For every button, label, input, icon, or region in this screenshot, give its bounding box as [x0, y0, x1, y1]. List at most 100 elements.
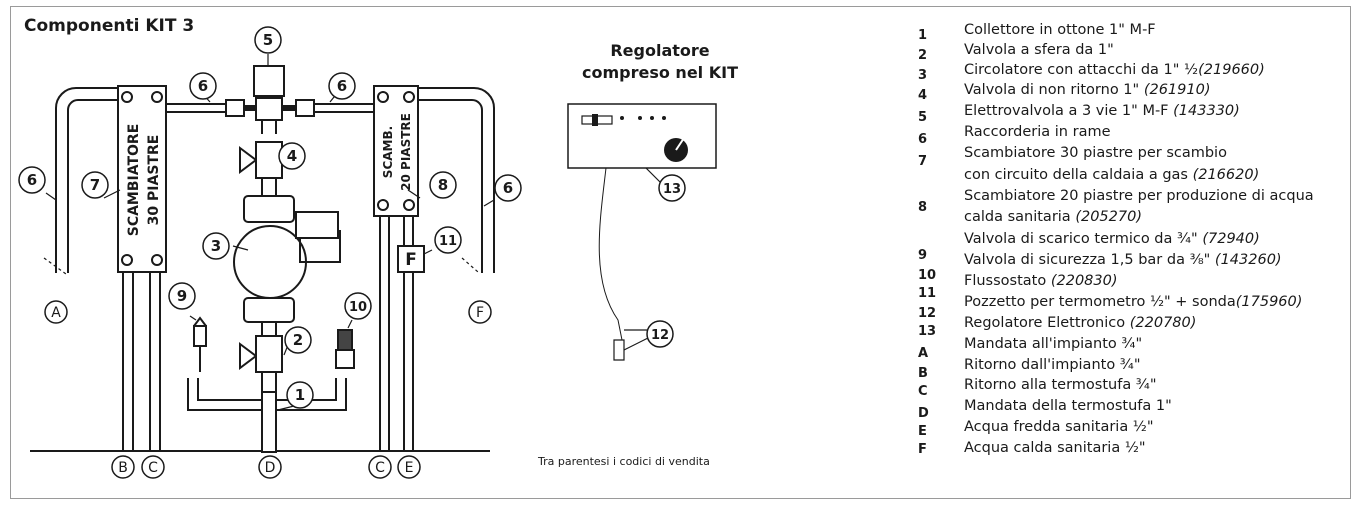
callout-circle-4	[278, 142, 306, 170]
legend-item-text: Regolatore Elettronico	[964, 315, 1130, 331]
legend-item-text: Valvola di sicurezza 1,5 bar da ⅜"	[964, 252, 1215, 268]
legend-number: 12	[918, 306, 937, 321]
legend-item: Valvola di non ritorno 1" (261910)	[964, 82, 1211, 98]
exchanger-left-line1: SCAMBIATORE	[126, 124, 142, 237]
legend-item-text: Pozzetto per termometro ½" + sonda	[964, 294, 1236, 310]
regulator-caption-line1: Regolatore	[610, 41, 710, 60]
legend-item-text: Collettore in ottone 1" M-F	[964, 22, 1156, 38]
exchanger-left-line2: 30 PIASTRE	[146, 135, 162, 226]
flow-switch	[397, 245, 425, 273]
legend-number: C	[918, 384, 928, 399]
legend-item-code: (205270)	[1075, 209, 1142, 225]
legend-number: F	[918, 442, 927, 457]
legend-item: Pozzetto per termometro ½" + sonda(17596…	[964, 294, 1302, 310]
legend-item-text: calda sanitaria	[964, 209, 1076, 225]
callout-circle-5	[254, 26, 282, 54]
callout-circle-9	[168, 282, 196, 310]
legend-item-text: Scambiatore 20 piastre per produzione di…	[964, 188, 1314, 204]
callout-circle-7	[81, 171, 109, 199]
legend-item: Elettrovalvola a 3 vie 1" M-F (143330)	[964, 103, 1240, 119]
legend-item-text: Valvola di scarico termico da ¾"	[964, 231, 1203, 247]
legend-item: Flussostato (220830)	[964, 273, 1118, 289]
callout-label-12: 12	[651, 328, 669, 343]
callout-circle-6	[328, 72, 356, 100]
legend-item-code: (261910)	[1143, 82, 1211, 98]
callout-label-1: 1	[295, 386, 305, 404]
pipe-left-outer-2	[55, 87, 118, 273]
legend-item: Valvola a sfera da 1"	[964, 42, 1114, 58]
legend-number: 10	[918, 268, 937, 283]
callout-circle-2	[284, 326, 312, 354]
callout-circle-8	[429, 171, 457, 199]
callout-label-5: 5	[263, 31, 273, 49]
legend-number: 1	[918, 28, 928, 43]
callout-label-11: 11	[439, 234, 457, 249]
legend-item-text: Flussostato	[964, 273, 1051, 289]
legend-item-text: Ritorno alla termostufa ¾"	[964, 377, 1157, 393]
callout-label-10: 10	[349, 300, 367, 315]
pipe-right-outer	[418, 99, 483, 273]
legend-item: Valvola di scarico termico da ¾" (72940)	[964, 231, 1260, 247]
callout-circle-6	[189, 72, 217, 100]
connection-label-d: D	[265, 460, 276, 476]
legend-item: Scambiatore 20 piastre per produzione di…	[964, 188, 1314, 204]
legend-item-code: (219660)	[1198, 62, 1265, 78]
legend-item: Ritorno alla termostufa ¾"	[964, 377, 1157, 393]
legend-number: B	[918, 366, 928, 381]
legend-item-text: Acqua fredda sanitaria ½"	[964, 419, 1154, 435]
thermal-discharge-valve	[193, 325, 207, 347]
callout-label-13: 13	[663, 182, 681, 197]
connection-label-b: B	[118, 460, 128, 476]
legend-item: Mandata all'impianto ¾"	[964, 336, 1142, 352]
legend-item: Acqua fredda sanitaria ½"	[964, 419, 1154, 435]
legend-item-code: (143260)	[1214, 252, 1282, 268]
legend-item: con circuito della caldaia a gas (216620…	[964, 167, 1259, 183]
legend-item: Ritorno dall'impianto ¾"	[964, 357, 1141, 373]
callout-circle-12	[646, 320, 674, 348]
legend-item-text: Mandata all'impianto ¾"	[964, 336, 1143, 352]
exchanger-right-line1: SCAMB.	[381, 126, 395, 178]
figure-title: Componenti KIT 3	[24, 16, 195, 36]
connection-circle-a	[44, 300, 68, 324]
callout-label-9: 9	[177, 287, 187, 305]
callout-circle-10	[344, 292, 372, 320]
legend-item-code: (220780)	[1129, 315, 1197, 331]
callout-circle-3	[202, 232, 230, 260]
brass-collector	[261, 391, 277, 453]
legend-item: Regolatore Elettronico (220780)	[964, 315, 1196, 331]
legend-item-text: Valvola di non ritorno 1"	[964, 82, 1144, 98]
legend-item-text: Circolatore con attacchi da 1" ½	[964, 62, 1199, 78]
callout-circle-6	[494, 174, 522, 202]
legend-item-code: (220830)	[1050, 273, 1118, 289]
callout-circle-11	[434, 226, 462, 254]
solenoid-valve	[253, 65, 285, 97]
legend-number: 13	[918, 324, 937, 339]
legend-number: 5	[918, 110, 928, 125]
callout-label-6: 6	[27, 171, 37, 189]
legend-item-text: Acqua calda sanitaria ½"	[964, 440, 1146, 456]
legend-number: 9	[918, 248, 928, 263]
exchanger-30-plates	[117, 85, 167, 273]
callout-label-8: 8	[438, 176, 448, 194]
flow-switch-letter: F	[405, 250, 417, 270]
connection-circle-b	[111, 455, 135, 479]
legend-item-code: (143330)	[1173, 103, 1240, 119]
legend-item: Acqua calda sanitaria ½"	[964, 440, 1146, 456]
callout-label-6: 6	[503, 179, 513, 197]
ball-valve	[255, 335, 283, 373]
regulator-caption: Regolatore compreso nel KIT	[560, 40, 760, 84]
callout-label-7: 7	[90, 176, 100, 194]
connection-label-a: A	[51, 305, 61, 321]
legend-number: A	[918, 346, 929, 361]
legend-number: 11	[918, 286, 937, 301]
legend-number: D	[918, 406, 929, 421]
legend-item: Mandata della termostufa 1"	[964, 398, 1172, 414]
sales-code-note: Tra parentesi i codici di vendita	[538, 455, 710, 468]
legend-item-code: (72940)	[1202, 231, 1260, 247]
legend-item: Collettore in ottone 1" M-F	[964, 22, 1156, 38]
legend-item: calda sanitaria (205270)	[964, 209, 1142, 225]
callout-label-2: 2	[293, 331, 303, 349]
safety-valve	[337, 329, 353, 351]
legend-item-text: Scambiatore 30 piastre per scambio	[964, 145, 1227, 161]
connection-circle-c	[368, 455, 392, 479]
